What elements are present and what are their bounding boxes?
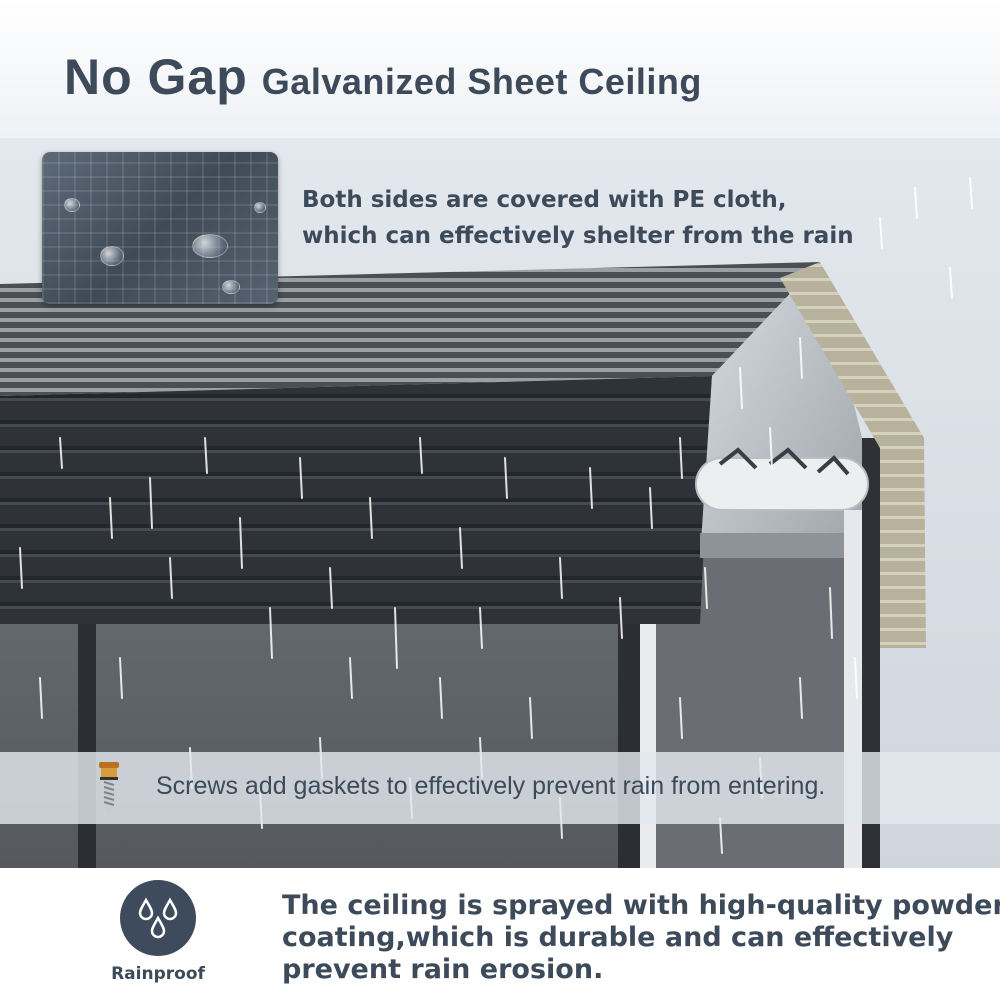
rainproof-line-3: prevent rain erosion.: [282, 954, 604, 985]
page-title: No Gap Galvanized Sheet Ceiling: [64, 48, 702, 106]
water-drop: [192, 234, 228, 258]
rainproof-label: Rainproof: [111, 964, 205, 984]
water-drops-icon: [138, 897, 178, 939]
title-strong: No Gap: [64, 49, 248, 105]
title-rest: Galvanized Sheet Ceiling: [261, 61, 702, 102]
rainproof-line-2: coating,which is durable and can effecti…: [282, 922, 954, 953]
rainproof-line-1: The ceiling is sprayed with high-quality…: [282, 890, 1000, 921]
pe-cloth-line-2: which can effectively shelter from the r…: [302, 223, 854, 249]
water-drop: [222, 280, 240, 294]
screw-note: Screws add gaskets to effectively preven…: [156, 772, 826, 800]
rainproof-description: The ceiling is sprayed with high-quality…: [282, 890, 1000, 986]
pe-cloth-sample: [42, 152, 278, 304]
pe-cloth-line-1: Both sides are covered with PE cloth,: [302, 187, 787, 213]
screw-icon: [99, 762, 119, 817]
screw-note-band: [0, 752, 1000, 824]
pe-cloth-note: Both sides are covered with PE cloth, wh…: [302, 182, 862, 254]
header-banner: No Gap Galvanized Sheet Ceiling: [0, 0, 1000, 138]
rainproof-badge: [120, 880, 196, 956]
water-drop: [64, 198, 80, 212]
water-drop: [254, 202, 266, 213]
water-drop: [100, 246, 124, 266]
